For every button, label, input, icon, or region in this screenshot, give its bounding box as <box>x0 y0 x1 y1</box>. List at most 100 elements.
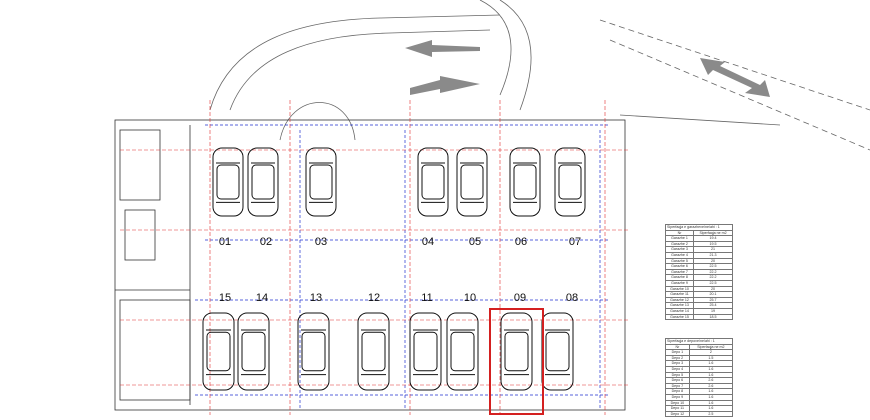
table-cell: 1.6 <box>688 393 734 401</box>
arrow-left-icon <box>405 40 480 57</box>
table-cell: Garazhe 13 <box>664 302 695 309</box>
table-cell: 2.5 <box>688 410 734 418</box>
arrow-diagonal-icon <box>700 58 770 97</box>
table-cell: 20.1 <box>693 291 733 298</box>
table-cell: 1.6 <box>688 371 734 379</box>
car-icon <box>409 312 442 391</box>
table-cell: 1.5 <box>688 354 734 362</box>
table-cell: Garazhe 9 <box>664 279 695 287</box>
car-icon <box>202 312 235 391</box>
table-cell: 25.4 <box>693 302 733 309</box>
direction-arrows <box>405 40 770 97</box>
table-cell: 22.2 <box>693 274 733 281</box>
table-cell: 1.6 <box>688 399 734 407</box>
table-cell: Garazhe 6 <box>664 263 695 270</box>
car-icon <box>446 312 479 391</box>
car-icon <box>456 147 488 217</box>
car-icon <box>509 147 541 217</box>
car-icon <box>357 312 390 391</box>
table-cell: 1.6 <box>688 388 734 395</box>
car-icon <box>212 147 244 217</box>
table-cell: 20 <box>693 257 733 265</box>
space-label: 12 <box>368 292 380 304</box>
access-road <box>209 0 870 151</box>
table-cell: 2.6 <box>688 382 734 390</box>
car-icon <box>554 147 586 217</box>
space-label: 06 <box>515 236 527 248</box>
car-icon <box>305 147 337 217</box>
table-cell: 22.2 <box>693 268 733 276</box>
space-label: 14 <box>256 292 268 304</box>
space-label: 08 <box>566 292 578 304</box>
table-title-row: Siperfaqja e depove/ne/ahi : 1 <box>665 338 733 345</box>
table-cell: Garazhe 4 <box>664 252 695 259</box>
table-cell: Garazhe 14 <box>664 307 695 315</box>
car-icon <box>247 147 279 217</box>
building-outline <box>114 119 626 411</box>
table-cell: 2.6 <box>688 377 734 384</box>
space-label: 10 <box>464 292 476 304</box>
table-cell: 18.5 <box>693 313 733 321</box>
table-cell: Garazhe 12 <box>664 296 695 304</box>
table-cell: Garazhe 7 <box>664 268 695 276</box>
space-label: 11 <box>421 292 432 304</box>
highlighted-parking-space[interactable] <box>489 308 544 415</box>
table-cell: 1.6 <box>688 366 734 373</box>
table-cell: 2 <box>688 349 734 356</box>
space-label: 07 <box>569 236 581 248</box>
car-icon <box>541 312 574 391</box>
structural-grid <box>120 100 630 415</box>
space-label: 05 <box>469 236 481 248</box>
space-label: 13 <box>310 292 322 304</box>
space-label: 03 <box>315 236 327 248</box>
car-icon <box>297 312 330 391</box>
table-cell: Garazhe 10 <box>664 285 695 293</box>
table-cell: 21.3 <box>693 252 733 259</box>
table-cell: Garazhe 11 <box>664 291 695 298</box>
table-cell: 25.7 <box>693 296 733 304</box>
car-icon <box>237 312 270 391</box>
table-cell: Garazhe 5 <box>664 257 695 265</box>
table-cell: Garazhe 8 <box>664 274 695 281</box>
table-cell: Siperfaqja ne m2 <box>688 343 734 351</box>
space-label: 15 <box>219 292 231 304</box>
table-cell: 1.6 <box>688 405 734 412</box>
table-cell: 1.6 <box>688 360 734 367</box>
table-title: Siperfaqja e depove/ne/ahi : 1 <box>665 338 733 345</box>
cars <box>202 147 586 391</box>
table-cell: Garazhe 15 <box>664 313 695 321</box>
car-icon <box>500 312 533 391</box>
space-label: 04 <box>422 236 434 248</box>
table-cell: 20 <box>693 285 733 293</box>
arrow-right-icon <box>410 76 480 95</box>
car-icon <box>417 147 449 217</box>
space-label: 01 <box>219 236 231 248</box>
table-cell: 22.5 <box>693 263 733 270</box>
